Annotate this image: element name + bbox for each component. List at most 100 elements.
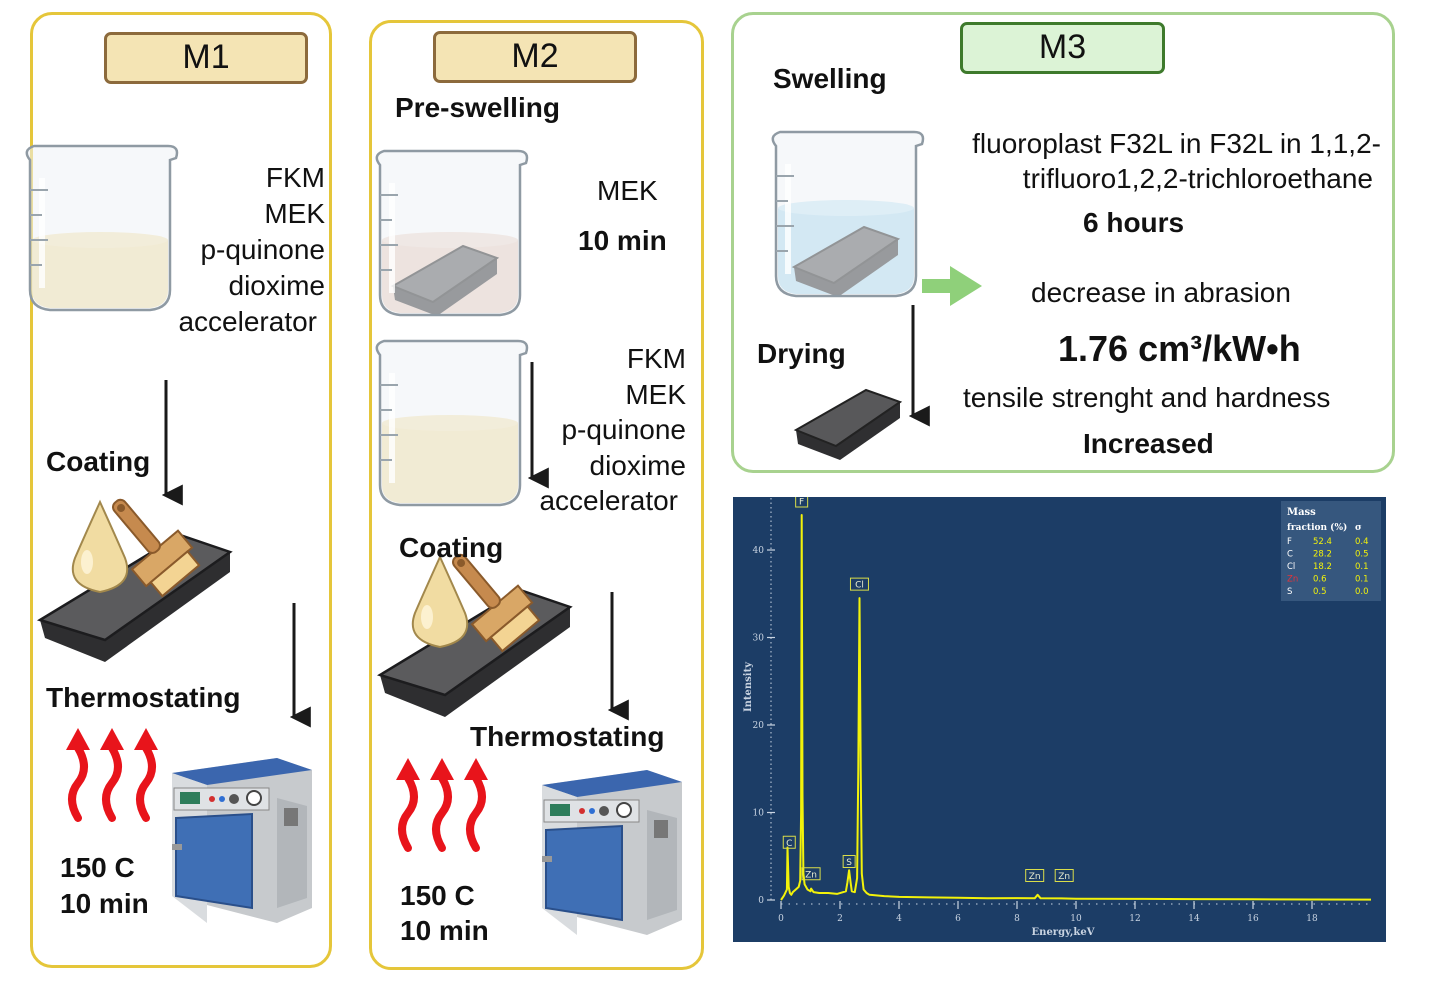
m1-coating-scene bbox=[38, 481, 232, 664]
m2-swell-time: 10 min bbox=[578, 225, 667, 256]
legend-element: F bbox=[1287, 537, 1292, 547]
m1-coating-label: Coating bbox=[46, 446, 151, 477]
peak-label: Zn bbox=[1029, 872, 1041, 882]
m3-solution-line: trifluoro1,2,2-trichloroethane bbox=[1022, 163, 1373, 194]
y-tick-label: 30 bbox=[753, 634, 765, 644]
m1-beaker bbox=[27, 146, 177, 310]
x-tick-label: 8 bbox=[1014, 914, 1020, 924]
y-axis-label: Intensity bbox=[743, 661, 754, 712]
m2-solution-item: dioxime bbox=[589, 449, 686, 481]
x-tick-label: 10 bbox=[1070, 914, 1082, 924]
peak-label: Zn bbox=[805, 870, 817, 880]
panel-m1 bbox=[30, 12, 332, 968]
x-tick-label: 6 bbox=[955, 914, 961, 924]
legend-element: C bbox=[1287, 550, 1293, 560]
m2-coating-label: Coating bbox=[399, 532, 504, 563]
panel-m2 bbox=[369, 20, 704, 970]
x-tick-label: 2 bbox=[837, 914, 843, 924]
m2-solution-item: FKM bbox=[626, 343, 686, 374]
m1-label: M1 bbox=[104, 32, 308, 84]
m1-thermostating-label: Thermostating bbox=[46, 682, 241, 713]
legend-sigma: 0.4 bbox=[1355, 537, 1369, 547]
m1-temperature: 150 C bbox=[60, 852, 135, 883]
m3-beaker bbox=[773, 132, 923, 297]
m3-swelling-label: Swelling bbox=[773, 63, 887, 94]
legend-sigma: 0.5 bbox=[1355, 550, 1369, 560]
m2-solution-item: accelerator bbox=[539, 485, 678, 516]
legend-title: Mass bbox=[1287, 507, 1316, 518]
m2-thermostating-label: Thermostating bbox=[470, 721, 665, 752]
y-tick-label: 20 bbox=[753, 721, 765, 731]
m3-dried-block bbox=[795, 389, 901, 461]
m2-coating-scene bbox=[378, 536, 572, 719]
m3-abrasion-label: decrease in abrasion bbox=[1031, 277, 1291, 308]
m1-time: 10 min bbox=[60, 888, 149, 919]
peak-label-box bbox=[1054, 869, 1074, 882]
legend-sigma: 0.0 bbox=[1355, 587, 1369, 597]
x-tick-label: 4 bbox=[896, 914, 902, 924]
x-axis-label: Energy,keV bbox=[1032, 927, 1095, 938]
legend-value: 0.5 bbox=[1313, 587, 1327, 597]
peak-label-box bbox=[1025, 869, 1045, 882]
x-tick-label: 18 bbox=[1306, 914, 1318, 924]
m1-heat-icon bbox=[66, 728, 158, 818]
peak-label: S bbox=[846, 858, 852, 868]
legend-value: 18.2 bbox=[1313, 562, 1332, 572]
m2-solvent: MEK bbox=[597, 175, 658, 206]
legend-element: S bbox=[1287, 587, 1292, 597]
m3-solution: fluoroplast F32L in F32L in 1,1,2- trifl… bbox=[972, 126, 1381, 196]
m2-solution-item: p-quinone bbox=[561, 414, 686, 445]
m3-properties-label: tensile strenght and hardness bbox=[963, 382, 1331, 413]
peak-label: F bbox=[799, 498, 804, 508]
legend-value: 28.2 bbox=[1313, 550, 1332, 560]
m2-temperature: 150 C bbox=[400, 880, 475, 911]
m3-green-arrow bbox=[922, 266, 982, 306]
m3-solution-line: fluoroplast F32L in F32L in 1,1,2- bbox=[972, 128, 1381, 159]
y-tick-label: 0 bbox=[758, 896, 764, 906]
x-tick-label: 14 bbox=[1188, 914, 1200, 924]
m1-solution-item: p-quinone bbox=[200, 234, 325, 265]
peak-label: C bbox=[786, 839, 792, 849]
peak-label-box bbox=[849, 577, 869, 591]
m2-solution-item: MEK bbox=[625, 378, 686, 410]
legend-element: Zn bbox=[1287, 575, 1298, 585]
m2-label: M2 bbox=[433, 31, 637, 83]
m1-solution-item: MEK bbox=[264, 198, 325, 229]
legend-box bbox=[1281, 501, 1381, 601]
m3-properties-result: Increased bbox=[1083, 428, 1214, 459]
m3-duration: 6 hours bbox=[1083, 207, 1185, 238]
peak-label-box bbox=[795, 497, 809, 508]
m2-solution-list: FKM MEK p-quinone dioxime accelerator bbox=[539, 341, 686, 519]
legend-sigma-header: σ bbox=[1355, 523, 1362, 533]
peak-label: Cl bbox=[855, 581, 864, 591]
legend-value: 0.6 bbox=[1313, 575, 1327, 585]
peak-label-box bbox=[842, 855, 856, 868]
m1-solution-item: FKM bbox=[265, 162, 325, 193]
m1-solution-item: accelerator bbox=[178, 306, 317, 337]
m2-beaker-solution bbox=[377, 341, 527, 505]
legend-element: Cl bbox=[1287, 562, 1295, 572]
m1-solution-list: FKM MEK p-quinone dioxime accelerator bbox=[178, 160, 325, 340]
m3-drying-label: Drying bbox=[757, 338, 846, 369]
chart-background bbox=[733, 497, 1386, 942]
m2-oven-icon bbox=[541, 769, 683, 936]
panel-m3 bbox=[731, 12, 1395, 473]
peak-label-box bbox=[801, 867, 821, 881]
legend-value: 52.4 bbox=[1313, 537, 1332, 547]
m1-solution-item: dioxime bbox=[228, 270, 325, 301]
peak-label-box bbox=[782, 835, 796, 849]
y-tick-label: 10 bbox=[753, 809, 765, 819]
spectrum-line bbox=[780, 514, 1372, 901]
legend-subtitle: fraction (%) bbox=[1287, 522, 1347, 533]
m2-beaker-mek bbox=[377, 151, 527, 316]
m3-abrasion-value: 1.76 cm³/kW•h bbox=[1058, 328, 1301, 369]
peak-label: Zn bbox=[1058, 872, 1070, 882]
m2-preswelling-label: Pre-swelling bbox=[395, 92, 560, 123]
m2-time: 10 min bbox=[400, 915, 489, 946]
m2-heat-icon bbox=[396, 758, 488, 848]
m1-oven-icon bbox=[171, 757, 313, 924]
y-tick-label: 40 bbox=[753, 546, 765, 556]
legend-sigma: 0.1 bbox=[1355, 575, 1369, 585]
